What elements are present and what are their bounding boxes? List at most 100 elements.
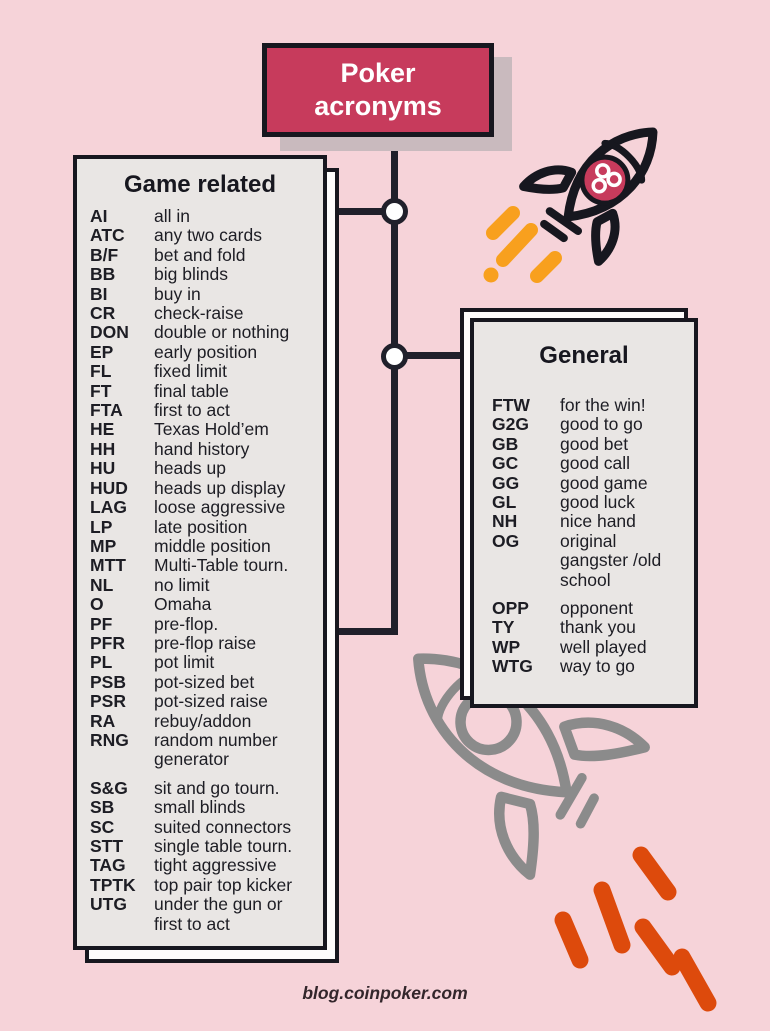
acronym-abbr: GG [492,472,520,493]
acronym-abbr: GL [492,492,517,513]
acronym-meaning: way to go [560,656,635,677]
rocket-exhaust-dot [483,267,499,283]
acronym-abbr: PSB [90,671,126,692]
rocket-exhaust-orange [486,206,562,283]
acronym-meaning: for the win! [560,395,646,415]
acronym-abbr: HUD [90,477,128,498]
acronym-row: PSB pot-sized bet [90,671,315,692]
acronym-meaning: first to act [154,400,230,421]
acronym-meaning: rebuy/addon [154,710,252,731]
acronym-row: HUD heads up display [90,477,315,498]
connector-node [381,198,408,225]
acronym-row: HH hand history [90,438,315,459]
acronym-meaning: Multi-Table tourn. [154,555,289,576]
acronym-abbr: BI [90,283,108,304]
acronym-meaning: suited connectors [154,816,292,837]
page-title: Poker acronyms [314,58,442,121]
acronym-abbr: G2G [492,414,529,435]
acronym-row: STT single table tourn. [90,836,315,856]
acronym-meaning: final table [154,380,229,401]
acronym-abbr: EP [90,341,114,362]
acronym-abbr: HU [90,458,116,479]
acronym-meaning: pot-sized bet [154,671,255,692]
acronym-abbr: FTA [90,400,123,421]
acronym-abbr: GC [492,453,519,474]
connector-branch-game [339,208,395,215]
connector-branch-general [395,352,462,359]
acronym-abbr: PSR [90,691,126,712]
acronym-meaning: late position [154,516,248,537]
acronym-abbr: AI [90,206,108,226]
acronym-abbr: TPTK [90,874,136,895]
acronym-meaning: good to go [560,414,643,435]
acronym-row: G2G good to go [492,414,686,435]
acronym-meaning: hand history [154,438,250,459]
acronym-abbr: MP [90,535,117,556]
acronym-abbr: STT [90,836,124,856]
acronym-abbr: MTT [90,555,126,576]
rocket-exhaust-dark-orange [554,846,717,1012]
acronym-meaning: random number generator [154,729,278,770]
acronym-meaning: small blinds [154,797,246,818]
acronym-abbr: GB [492,433,519,454]
acronym-abbr: HE [90,419,115,440]
acronym-abbr: PFR [90,632,125,653]
connector-vertical-line [391,137,398,635]
acronym-abbr: FTW [492,395,530,415]
acronym-abbr: OG [492,530,520,551]
acronym-abbr: DON [90,322,129,343]
acronym-meaning: single table tourn. [154,836,293,856]
acronym-meaning: tight aggressive [154,855,277,876]
acronym-row: FTW for the win! [492,395,686,415]
acronym-meaning: bet and fold [154,244,246,265]
rocket-outline-gray-icon [413,653,717,1012]
acronym-meaning: all in [154,206,190,226]
acronym-meaning: sit and go tourn. [154,777,280,798]
acronym-abbr: ATC [90,225,125,246]
panel-title: General [539,342,629,369]
acronym-abbr: OPP [492,598,529,619]
acronym-abbr: HH [90,438,116,459]
coinpoker-logo-icon [579,154,631,206]
acronym-meaning: heads up display [154,477,286,498]
acronym-meaning: double or nothing [154,322,290,343]
acronym-abbr: TAG [90,855,126,876]
acronym-meaning: good luck [560,492,635,513]
acronym-row: FTA first to act [90,400,315,421]
acronym-abbr: NL [90,574,114,595]
acronym-abbr: O [90,594,104,615]
rocket-icon [483,127,658,283]
acronym-row: DON double or nothing [90,322,315,343]
connector-branch-game-bottom [339,628,398,635]
acronym-row: MTT Multi-Table tourn. [90,555,315,576]
acronym-meaning: nice hand [560,511,636,532]
connector-node [381,343,408,370]
acronym-abbr: WTG [492,656,533,677]
acronym-row: WTG way to go [492,656,686,677]
acronym-abbr: PL [90,652,113,673]
acronym-row: NH nice hand [492,511,686,532]
acronym-abbr: NH [492,511,518,532]
acronym-meaning: loose aggressive [154,497,286,518]
acronym-abbr: UTG [90,894,127,915]
